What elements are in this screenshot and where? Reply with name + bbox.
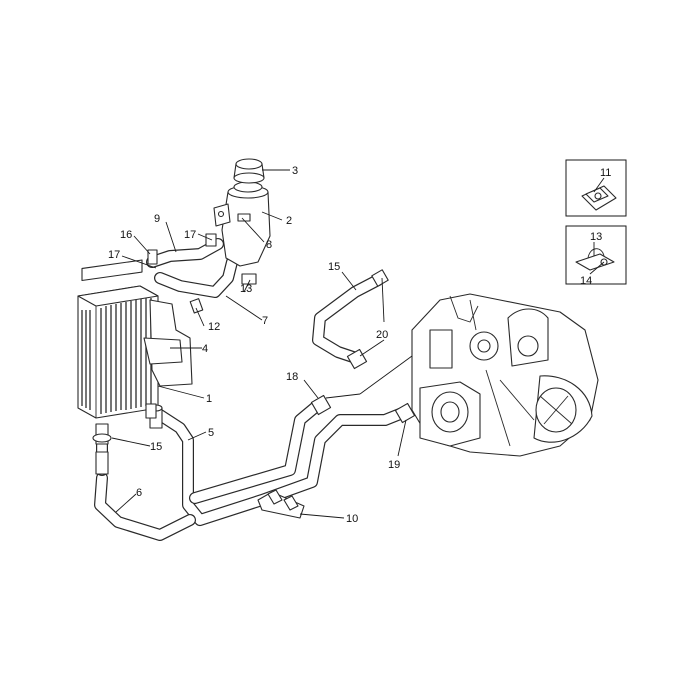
clamp-15-right	[394, 402, 416, 424]
hose-9	[146, 238, 224, 268]
radiator	[77, 259, 193, 429]
inset-13-14	[565, 225, 627, 285]
bracket-10	[257, 489, 305, 519]
callout-3: 3	[292, 165, 298, 177]
radiator-cap	[233, 158, 265, 184]
callout-15-left: 18	[286, 371, 298, 383]
callout-14: 14	[580, 275, 592, 287]
inset-11	[565, 159, 627, 217]
callout-19: 15	[328, 261, 340, 273]
callout-4: 4	[202, 343, 208, 355]
clamp-13-tank	[241, 273, 257, 285]
callout-13-inset: 13	[590, 231, 602, 243]
callout-16: 15	[150, 441, 162, 453]
hose-6	[94, 472, 196, 541]
leader-lines	[111, 169, 605, 519]
callout-6: 6	[136, 487, 142, 499]
clamp-15-left	[310, 394, 332, 416]
expansion-tank	[213, 181, 271, 267]
callout-10: 10	[346, 513, 358, 525]
callouts: 3 2 8 9 17 16 17 13 12 7 4 1 5 15 6 10 1…	[108, 165, 611, 525]
clamp-20-upper	[371, 269, 389, 287]
hose-19	[312, 274, 384, 364]
callout-13-tank: 13	[240, 283, 252, 295]
screw-12	[189, 298, 204, 314]
callout-17-left: 16	[120, 229, 132, 241]
clamp-20-lower	[346, 348, 368, 370]
callout-1: 1	[206, 393, 212, 405]
callout-5: 5	[208, 427, 214, 439]
callout-12: 12	[208, 321, 220, 333]
callout-17-right: 17	[184, 229, 196, 241]
callout-15-bottom: 19	[388, 459, 400, 471]
callout-8: 8	[266, 239, 272, 251]
callout-7: 7	[262, 315, 268, 327]
callout-20: 20	[376, 329, 388, 341]
engine	[411, 293, 599, 457]
hose-5-upper-return	[189, 399, 324, 504]
callout-11: 11	[600, 167, 611, 179]
radiator-fins	[81, 298, 152, 414]
hose-7	[154, 256, 238, 298]
callout-9: 9	[154, 213, 160, 225]
fitting-16	[92, 403, 157, 475]
callout-18: 17	[108, 249, 120, 261]
screw-8	[237, 213, 251, 222]
callout-2: 2	[286, 215, 292, 227]
